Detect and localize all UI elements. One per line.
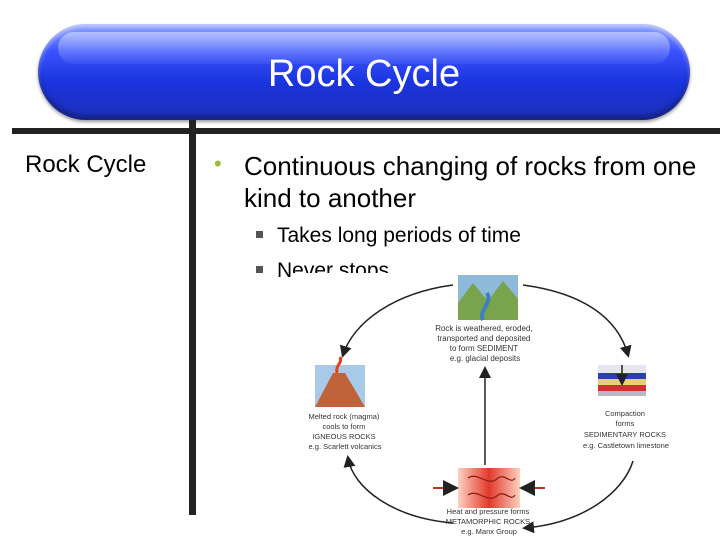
strata-picture xyxy=(598,365,646,396)
sub-bullet-text: Takes long periods of time xyxy=(277,224,521,247)
sediment-picture xyxy=(458,275,518,321)
sediment-label: Rock is weathered, eroded, transported a… xyxy=(435,324,535,363)
volcano-picture xyxy=(315,356,365,407)
table-vertical-rule xyxy=(189,120,196,515)
square-bullet-icon xyxy=(256,230,263,238)
rock-cycle-svg: Rock is weathered, eroded, transported a… xyxy=(309,275,669,536)
arrow-arc xyxy=(343,455,454,524)
metamorphic-label: Heat and pressure forms METAMORPHIC ROCK… xyxy=(446,507,533,536)
metamorphic-picture xyxy=(433,468,545,508)
slide-title: Rock Cycle xyxy=(267,53,461,95)
bullet-dot-icon: • xyxy=(214,151,222,176)
igneous-label: Melted rock (magma) cools to form IGNEOU… xyxy=(309,412,382,451)
arrow-arc xyxy=(339,284,454,358)
arrow-arc xyxy=(522,460,634,534)
sedimentary-label: Compaction forms SEDIMENTARY ROCKS e.g. … xyxy=(583,409,669,450)
square-bullet-icon xyxy=(256,265,263,273)
row-label: Rock Cycle xyxy=(25,151,147,178)
arrow-arc xyxy=(522,284,632,358)
table-horizontal-rule xyxy=(12,128,720,134)
rock-cycle-diagram: Rock is weathered, eroded, transported a… xyxy=(293,273,690,540)
sub-bullet-1: Takes long periods of time xyxy=(256,224,521,248)
title-bar: Rock Cycle xyxy=(38,24,690,120)
main-bullet-text: Continuous changing of rocks from one ki… xyxy=(244,151,697,213)
